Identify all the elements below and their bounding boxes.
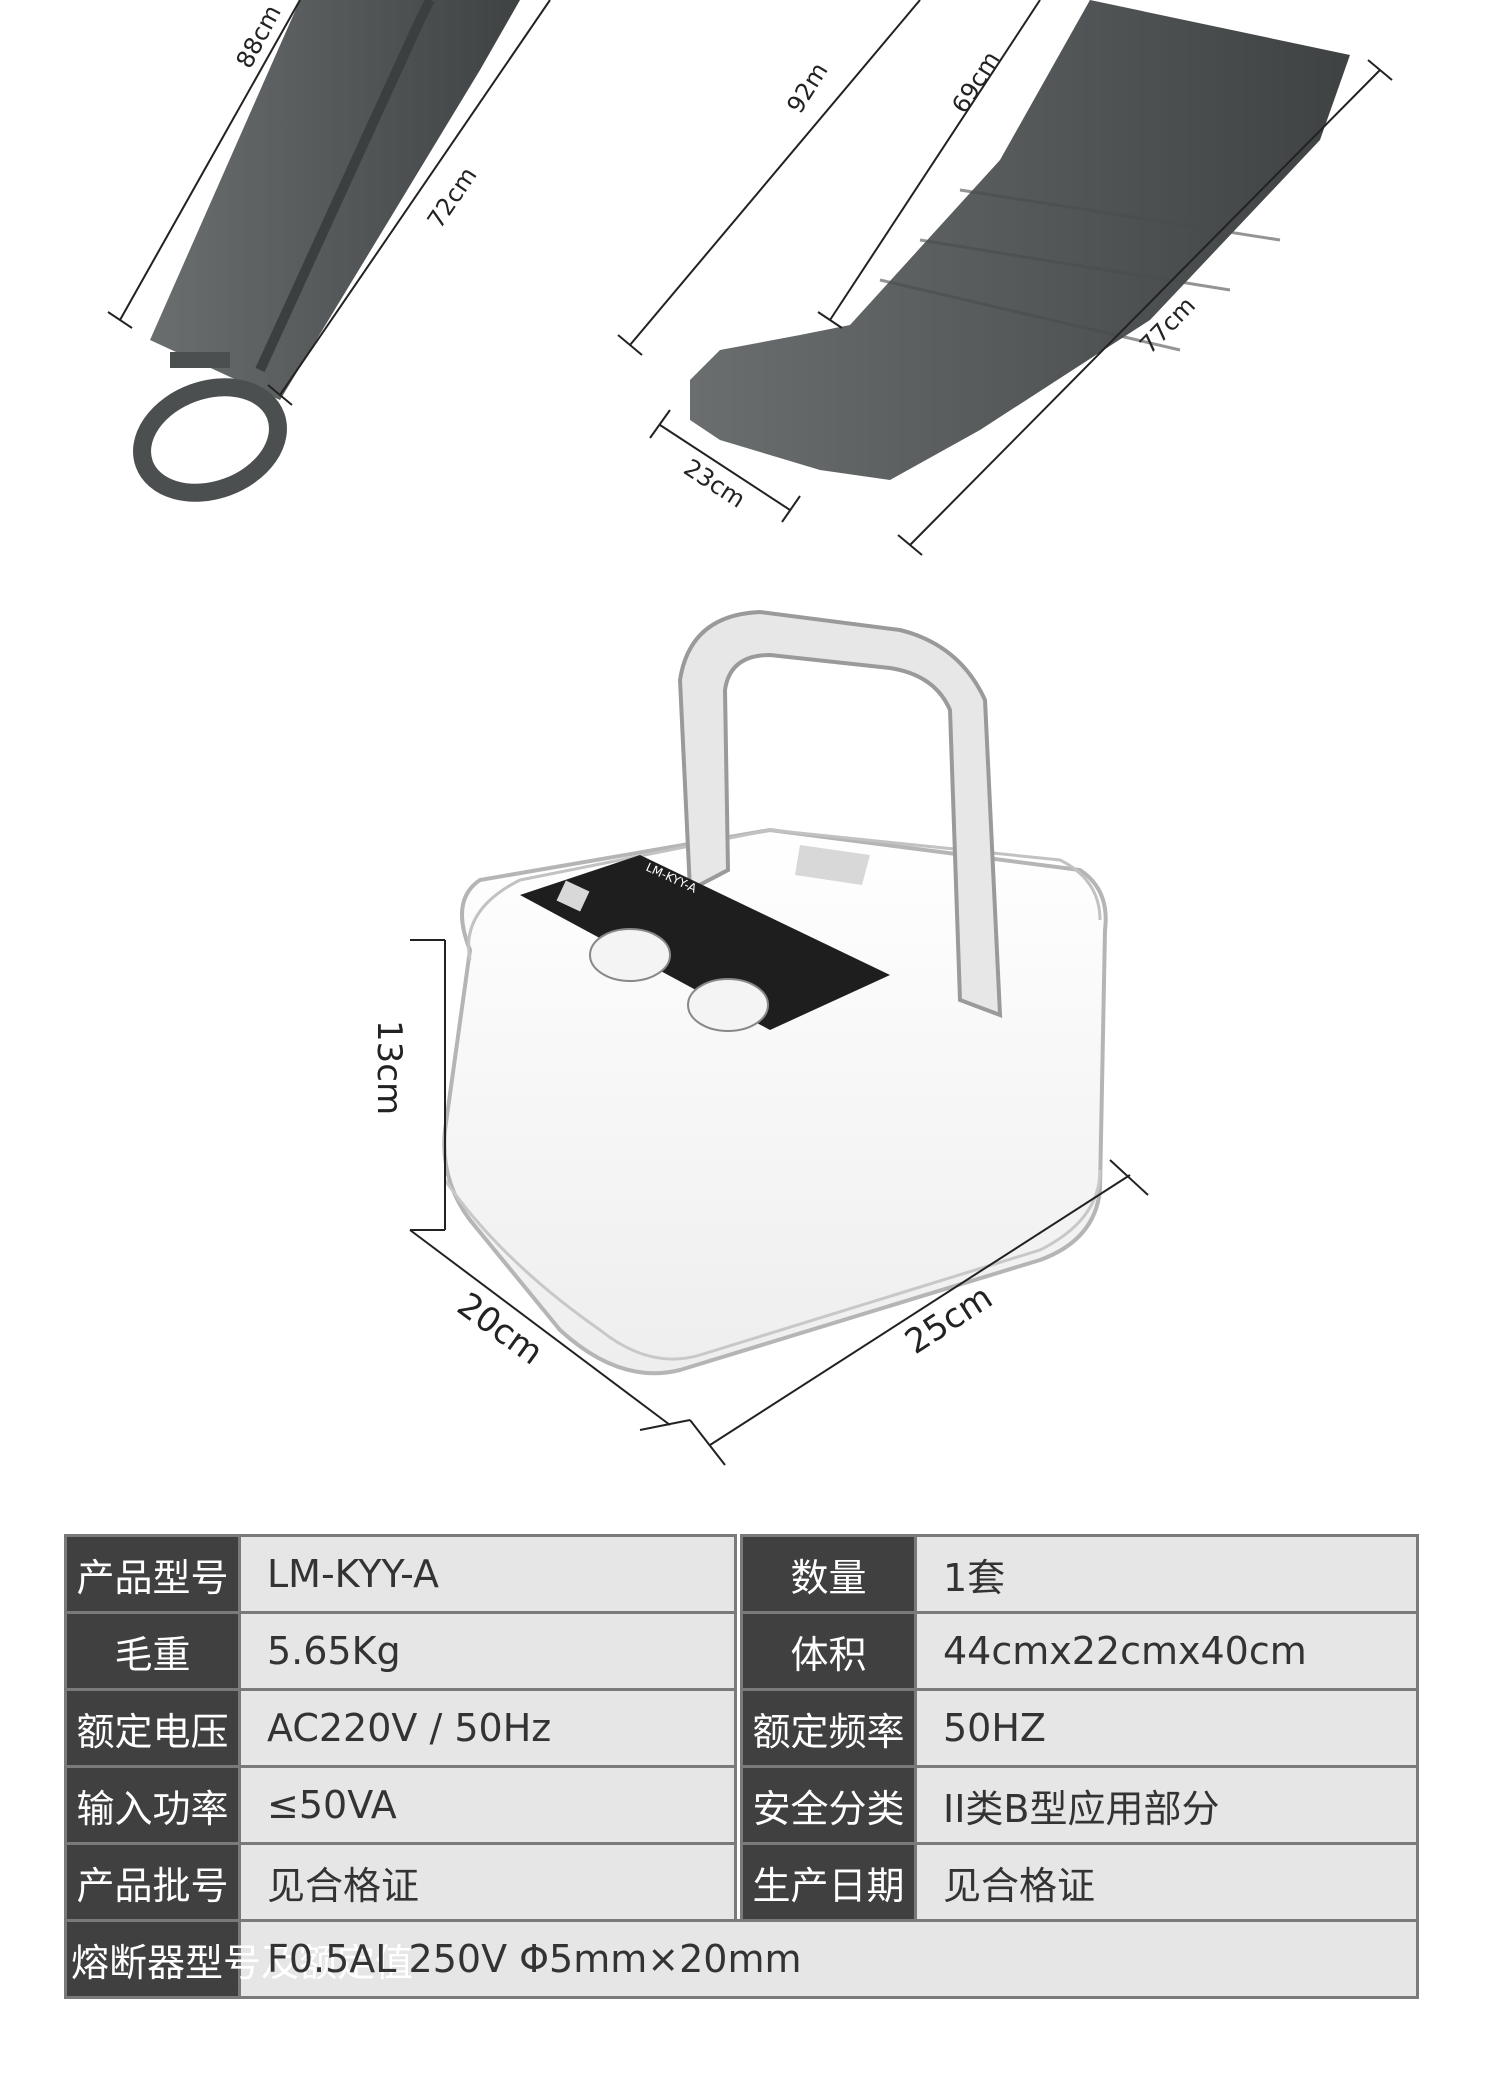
spec-key: 体积 (740, 1611, 917, 1691)
table-row: 输入功率 ≤50VA 安全分类 II类B型应用部分 (64, 1765, 1419, 1845)
table-row-fuse: 熔断器型号及额定值 F0.5AL 250V Φ5mm×20mm (64, 1919, 1419, 1999)
leg-length-label: 92m (781, 58, 833, 119)
spec-key: 额定频率 (740, 1688, 917, 1768)
spec-key: 生产日期 (740, 1842, 917, 1922)
spec-value: 44cmx22cmx40cm (914, 1611, 1419, 1691)
table-row: 产品型号 LM-KYY-A 数量 1套 (64, 1534, 1419, 1614)
leg-inner-label: 69cm (946, 46, 1005, 118)
spec-value-fuse: F0.5AL 250V Φ5mm×20mm (238, 1919, 1419, 1999)
column-divider (734, 1612, 743, 1690)
spec-key: 产品型号 (64, 1534, 241, 1614)
device-logo-badge (795, 845, 870, 885)
table-row: 毛重 5.65Kg 体积 44cmx22cmx40cm (64, 1611, 1419, 1691)
arm-sleeve (133, 0, 520, 502)
spec-key: 输入功率 (64, 1765, 241, 1845)
table-row: 产品批号 见合格证 生产日期 见合格证 (64, 1842, 1419, 1922)
column-divider (734, 1766, 743, 1844)
spec-value: 见合格证 (914, 1842, 1419, 1922)
leg-sleeve (690, 0, 1350, 480)
spec-key: 安全分类 (740, 1765, 917, 1845)
device-body (442, 827, 1108, 1376)
spec-key: 产品批号 (64, 1842, 241, 1922)
spec-value: 见合格证 (238, 1842, 737, 1922)
spec-value: 50HZ (914, 1688, 1419, 1768)
column-divider (734, 1843, 743, 1921)
spec-key-fuse: 熔断器型号及额定值 (64, 1919, 413, 1999)
spec-table: 产品型号 LM-KYY-A 数量 1套 毛重 5.65Kg 体积 44cmx22… (64, 1534, 1419, 1999)
product-illustration: 88cm 72cm 92m 69cm 77cm 23cm LM-KYY-A (107, 0, 1393, 1466)
spec-value: II类B型应用部分 (914, 1765, 1419, 1845)
device-control-panel: LM-KYY-A (520, 855, 890, 1032)
leg-dimension-lines (617, 0, 1393, 556)
foot-width-label: 23cm (679, 454, 751, 514)
spec-value: 1套 (914, 1534, 1419, 1614)
arm-dimension-lines (107, 0, 551, 406)
table-row: 额定电压 AC220V / 50Hz 额定频率 50HZ (64, 1688, 1419, 1768)
spec-value: ≤50VA (238, 1765, 737, 1845)
spec-value: 5.65Kg (238, 1611, 737, 1691)
device-dimension-lines (409, 939, 1149, 1466)
spec-key: 额定电压 (64, 1688, 241, 1768)
column-divider (734, 1535, 743, 1613)
column-divider (734, 1689, 743, 1767)
spec-key: 毛重 (64, 1611, 241, 1691)
spec-value: LM-KYY-A (238, 1534, 737, 1614)
spec-value: AC220V / 50Hz (238, 1688, 737, 1768)
device-handle (677, 609, 1003, 1018)
device-height-label: 13cm (369, 1020, 409, 1115)
spec-key: 数量 (740, 1534, 917, 1614)
